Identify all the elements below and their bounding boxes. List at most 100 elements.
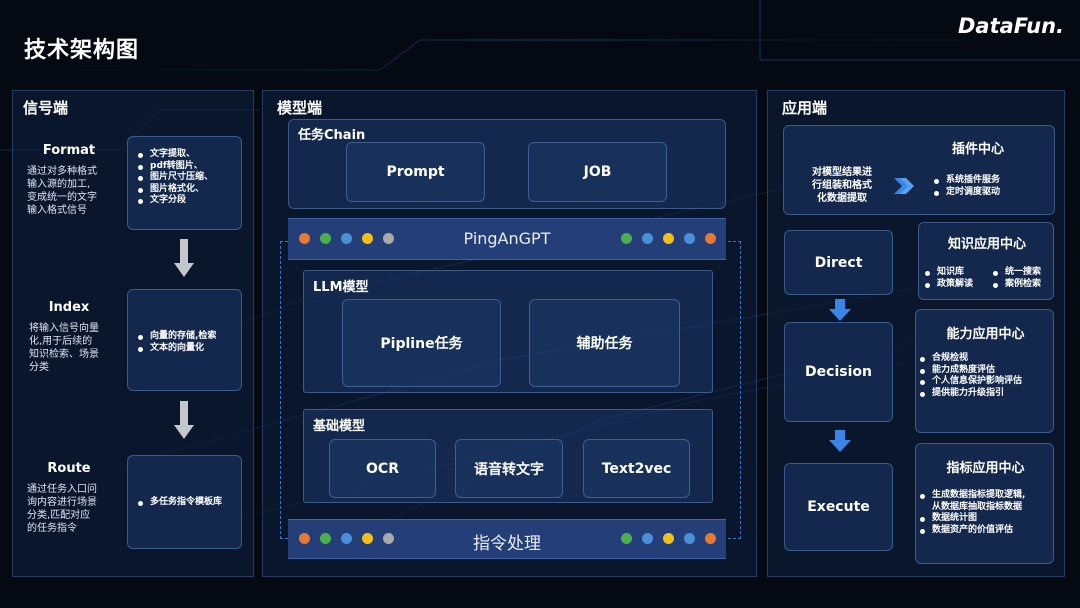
auxiliary-task-box: 辅助任务: [529, 299, 680, 387]
arrow-down-icon: [174, 239, 194, 277]
status-dot: [362, 533, 373, 544]
ability-center-box: 能力应用中心 合规检视 能力成熟度评估 个人信息保护影响评估 提供能力升级指引: [915, 309, 1054, 433]
plugin-title: 插件中心: [952, 142, 1005, 157]
status-dot: [642, 233, 653, 244]
knowledge-list-right: 统一搜索 案例检索: [991, 267, 1041, 290]
knowledge-list-left: 知识库 政策解读: [923, 267, 973, 290]
list-item: 数据资产的价值评估: [918, 525, 1025, 537]
list-item: 文本的向量化: [136, 343, 216, 355]
index-label: Index: [48, 300, 90, 315]
metric-center-box: 指标应用中心 生成数据指标提取逻辑, 从数据库抽取指标数据 数据统计图 数据资产…: [915, 443, 1054, 564]
ability-list: 合规检视 能力成熟度评估 个人信息保护影响评估 提供能力升级指引: [918, 353, 1022, 399]
plugin-center-box: 对模型结果进 行组装和格式 化数据提取 插件中心 系统插件服务 定时调度驱动: [783, 125, 1055, 215]
route-box: 多任务指令模板库: [127, 455, 242, 549]
status-dot: [320, 533, 331, 544]
knowledge-center-box: 知识应用中心 知识库 政策解读 统一搜索 案例检索: [918, 222, 1054, 300]
llm-model-box: LLM模型 Pipline任务 辅助任务: [303, 270, 713, 393]
list-item: 个人信息保护影响评估: [918, 376, 1022, 388]
format-desc: 通过对多种格式 输入源的加工, 变成统一的文字 输入格式信号: [27, 166, 97, 216]
list-item: 图片格式化、: [136, 184, 213, 196]
speech-to-text-box: 语音转文字: [455, 439, 563, 498]
page-title: 技术架构图: [24, 38, 140, 63]
list-item: 知识库: [923, 267, 973, 279]
status-dot: [299, 533, 310, 544]
list-item: 图片尺寸压缩、: [136, 172, 213, 184]
instruction-dots: [287, 518, 725, 558]
direct-box: Direct: [784, 230, 893, 295]
route-desc: 通过任务入口问 询内容进行场景 分类,匹配对应 的任务指令: [27, 484, 97, 534]
format-list: 文字提取、 pdf转图片、 图片尺寸压缩、 图片格式化、 文字分段: [136, 149, 213, 207]
index-list: 向量的存储,检索 文本的向量化: [136, 331, 216, 354]
list-item: 文字提取、: [136, 149, 213, 161]
list-item: 统一搜索: [991, 267, 1041, 279]
list-item: 多任务指令模板库: [136, 497, 222, 509]
application-panel: 应用端 对模型结果进 行组装和格式 化数据提取 插件中心 系统插件服务 定时调度…: [767, 90, 1065, 577]
status-dot: [320, 233, 331, 244]
index-desc: 将输入信号向量 化,用于后续的 知识检索、场景 分类: [29, 323, 99, 373]
list-item: 能力成熟度评估: [918, 365, 1022, 377]
decision-box: Decision: [784, 322, 893, 422]
status-dot: [663, 233, 674, 244]
arrow-down-icon: [174, 401, 194, 439]
list-item: pdf转图片、: [136, 161, 213, 173]
status-dot: [299, 233, 310, 244]
arrow-down-icon: [829, 430, 851, 452]
status-dot: [621, 233, 632, 244]
route-list: 多任务指令模板库: [136, 497, 222, 509]
format-label: Format: [42, 143, 96, 158]
task-chain-title: 任务Chain: [298, 128, 366, 143]
datafun-logo: DataFun.: [958, 14, 1065, 38]
format-box: 文字提取、 pdf转图片、 图片尺寸压缩、 图片格式化、 文字分段: [127, 136, 242, 230]
arrow-down-icon: [829, 299, 851, 321]
signal-panel-title: 信号端: [23, 99, 69, 117]
model-panel-title: 模型端: [277, 99, 323, 117]
list-item: 数据统计图: [918, 513, 1025, 525]
list-item: 合规检视: [918, 353, 1022, 365]
status-dot: [383, 233, 394, 244]
status-dot: [341, 233, 352, 244]
signal-panel: 信号端 Format 通过对多种格式 输入源的加工, 变成统一的文字 输入格式信…: [12, 90, 254, 577]
metric-title: 指标应用中心: [946, 461, 1025, 476]
list-item: 政策解读: [923, 279, 973, 291]
list-item: 向量的存储,检索: [136, 331, 216, 343]
execute-box: Execute: [784, 463, 893, 551]
ability-title: 能力应用中心: [946, 327, 1025, 342]
pinganggpt-dots: [287, 217, 725, 259]
status-dot: [684, 533, 695, 544]
base-model-title: 基础模型: [313, 419, 366, 434]
base-model-box: 基础模型 OCR 语音转文字 Text2vec: [303, 409, 713, 503]
status-dot: [705, 233, 716, 244]
status-dot: [705, 533, 716, 544]
list-item: 系统插件服务: [932, 175, 1000, 187]
list-item: 提供能力升级指引: [918, 388, 1022, 400]
route-label: Route: [47, 461, 91, 476]
status-dot: [642, 533, 653, 544]
status-dot: [663, 533, 674, 544]
list-item: 定时调度驱动: [932, 187, 1000, 199]
index-box: 向量的存储,检索 文本的向量化: [127, 289, 242, 391]
text2vec-box: Text2vec: [583, 439, 690, 498]
list-item: 案例检索: [991, 279, 1041, 291]
llm-model-title: LLM模型: [313, 280, 369, 295]
metric-list: 生成数据指标提取逻辑, 从数据库抽取指标数据 数据统计图 数据资产的价值评估: [918, 490, 1025, 536]
status-dot: [362, 233, 373, 244]
instruction-processing-bar: 指令处理: [288, 519, 726, 559]
bar-title: PingAnGPT: [463, 229, 551, 248]
prompt-box: Prompt: [346, 142, 485, 202]
pinganggpt-bar: PingAnGPT: [288, 218, 726, 260]
status-dot: [621, 533, 632, 544]
list-item: 文字分段: [136, 195, 213, 207]
status-dot: [341, 533, 352, 544]
double-chevron-right-icon: [894, 178, 914, 194]
plugin-list: 系统插件服务 定时调度驱动: [932, 175, 1000, 198]
task-chain-box: 任务Chain Prompt JOB: [288, 119, 726, 209]
list-item: 生成数据指标提取逻辑, 从数据库抽取指标数据: [918, 490, 1025, 513]
bar-title: 指令处理: [473, 534, 541, 554]
ocr-box: OCR: [329, 439, 436, 498]
knowledge-title: 知识应用中心: [947, 237, 1026, 252]
job-box: JOB: [528, 142, 667, 202]
pipline-task-box: Pipline任务: [342, 299, 501, 387]
status-dot: [684, 233, 695, 244]
application-panel-title: 应用端: [782, 99, 828, 117]
status-dot: [383, 533, 394, 544]
